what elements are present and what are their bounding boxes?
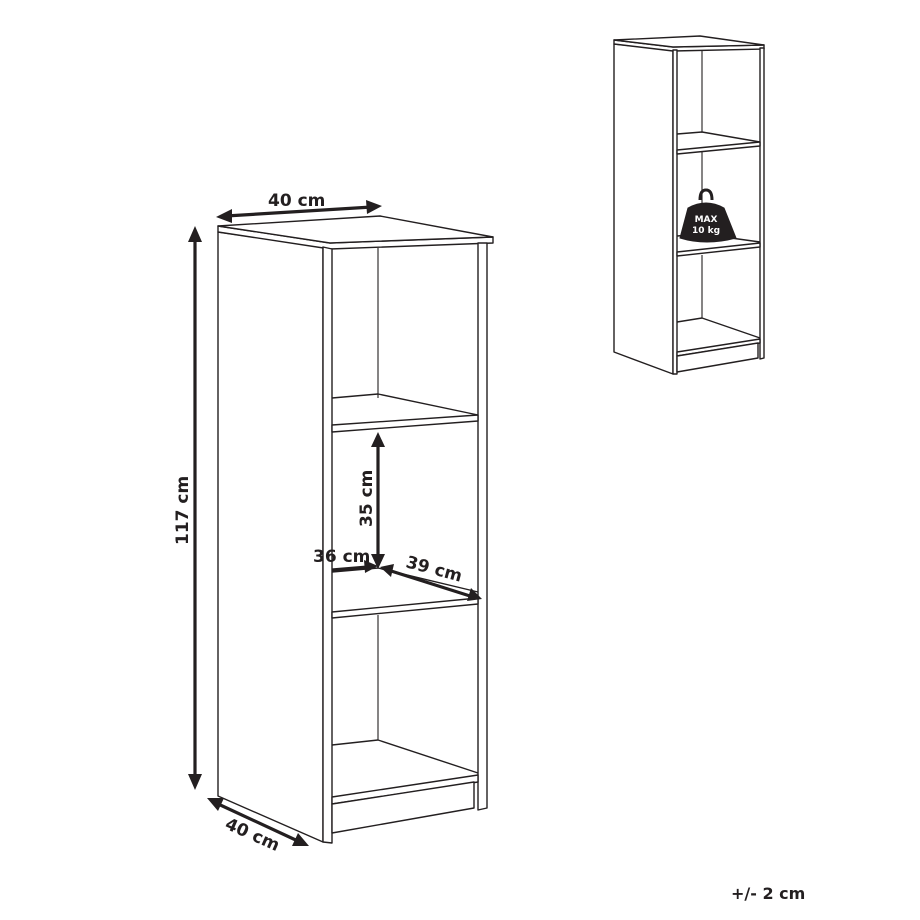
dimension-compartment-depth: 36 cm [313, 547, 378, 573]
compartment-depth-label: 36 cm [313, 547, 370, 567]
dimension-height: 117 cm [173, 226, 202, 790]
dimension-compartment-width: 39 cm [380, 553, 482, 601]
load-label-max: MAX [695, 215, 718, 225]
height-label: 117 cm [173, 476, 193, 545]
dimension-compartment-height: 35 cm [357, 432, 385, 569]
top-width-label: 40 cm [268, 191, 325, 211]
dimension-top-width: 40 cm [216, 191, 382, 223]
load-capacity-drawing: MAX 10 kg [613, 35, 765, 375]
main-bookcase-drawing [217, 215, 494, 844]
tolerance-note: +/- 2 cm [731, 884, 806, 903]
load-label-weight: 10 kg [692, 226, 720, 236]
weight-icon: MAX 10 kg [679, 188, 737, 243]
compartment-height-label: 35 cm [357, 470, 377, 527]
